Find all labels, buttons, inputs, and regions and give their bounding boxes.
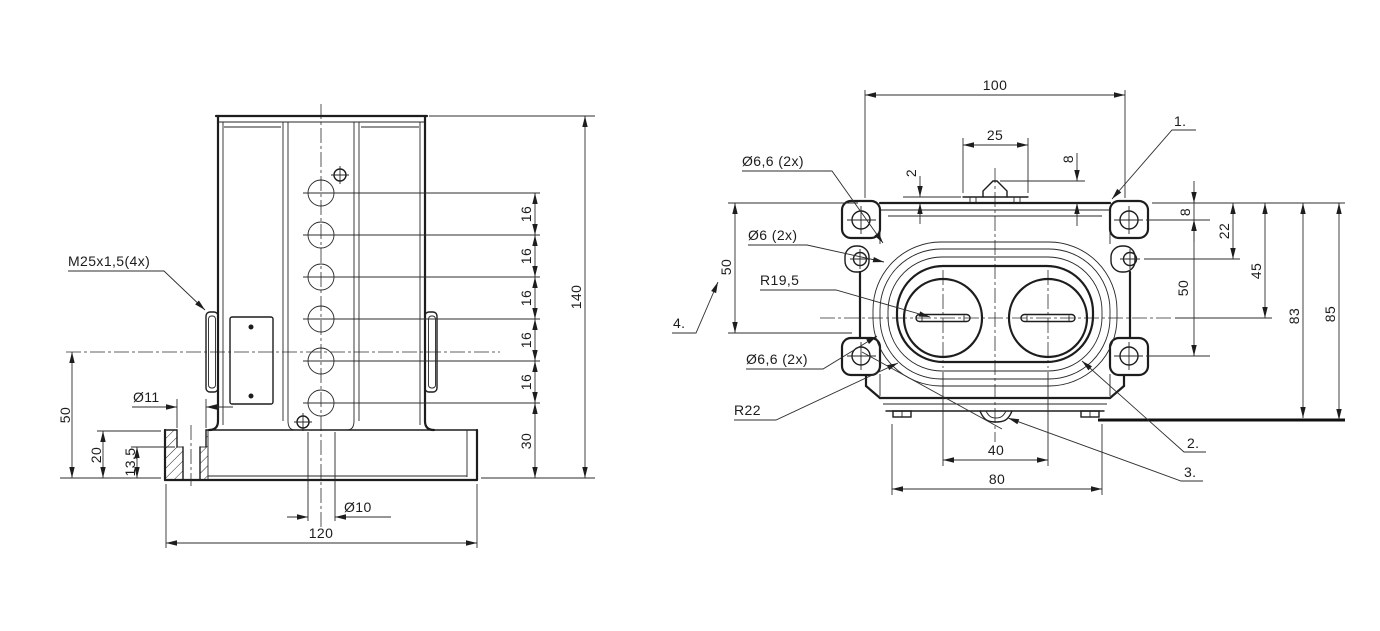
corner-tab-top-right (1108, 199, 1150, 240)
callout-4: 4. (673, 315, 685, 331)
dim-terminal-width: 25 (987, 127, 1003, 143)
dim-plate-thickness: 2 (903, 169, 919, 177)
dim-base-width: 120 (309, 525, 334, 541)
front-dimensions: M25x1,5(4x) 50 20 13,5 Ø11 Ø10 120 16 16… (57, 115, 595, 548)
callout-4-leader (672, 281, 719, 334)
front-small-hole-bottom (294, 413, 312, 431)
callout-2-leader (1081, 360, 1206, 453)
top-view: 100 25 2 8 8 22 50 45 83 85 50 40 80 Ø6,… (672, 77, 1345, 495)
dim-total-height: 140 (568, 285, 584, 310)
dim-corner-hole-offset: 8 (1177, 208, 1193, 216)
front-gland-left (205, 311, 219, 393)
dim-base-overall: 85 (1322, 306, 1338, 322)
front-terminal-plate (229, 316, 274, 405)
corner-tab-top-left (840, 199, 882, 240)
side-lobe-right (1110, 245, 1140, 273)
label-corner-holes-bottom: Ø6,6 (2x) (746, 351, 808, 367)
gland-thread-leader (68, 270, 206, 311)
label-side-holes: Ø6 (2x) (748, 227, 797, 243)
dim-bottom-offset: 30 (518, 433, 534, 449)
corner-radius-leader (734, 362, 899, 421)
dim-foot-pitch: 80 (989, 471, 1005, 487)
bore-left (902, 277, 984, 359)
corner-tab-bottom-right (1108, 336, 1150, 377)
dim-counterbore-depth: 13,5 (122, 448, 138, 477)
label-corner-radius: R22 (734, 402, 761, 418)
foot-left (892, 410, 912, 418)
dim-hole-pitch-1: 16 (518, 206, 534, 222)
dim-left-height: 50 (718, 259, 734, 275)
crossing-leader (861, 351, 1003, 430)
dim-hole-pitch-3: 16 (518, 290, 534, 306)
front-body (205, 114, 438, 432)
top-dimensions: 100 25 2 8 8 22 50 45 83 85 50 40 80 Ø6,… (672, 77, 1345, 495)
dim-centerline-height: 50 (57, 407, 73, 423)
callout-1: 1. (1174, 113, 1186, 129)
dim-hole-pitch-2: 16 (518, 248, 534, 264)
label-gland-thread: M25x1,5(4x) (68, 253, 150, 269)
callout-3-leader (1007, 417, 1203, 482)
bore-right (1007, 277, 1089, 359)
bore-radius-leader (760, 289, 931, 318)
pocket-rings (872, 241, 1118, 387)
front-view: M25x1,5(4x) 50 20 13,5 Ø11 Ø10 120 16 16… (57, 104, 595, 548)
dim-centerline-offset: 45 (1248, 263, 1264, 279)
callout-3: 3. (1184, 464, 1196, 480)
front-base (163, 425, 479, 521)
dim-bore-pitch: 40 (988, 442, 1004, 458)
front-small-hole-top (331, 166, 349, 184)
top-centerlines (820, 168, 1172, 442)
label-corner-holes-top: Ø6,6 (2x) (742, 153, 804, 169)
dim-hole-pitch-5: 16 (518, 374, 534, 390)
dim-base-thickness: 20 (88, 447, 104, 463)
foot-right (1080, 410, 1100, 418)
callout-2: 2. (1187, 435, 1199, 451)
dim-base-hole-dia: Ø10 (344, 499, 372, 515)
dim-side-hole-offset: 22 (1216, 223, 1232, 239)
hatch-left (165, 430, 183, 480)
label-bore-radius: R19,5 (760, 272, 799, 288)
terminal-strip (962, 180, 1029, 203)
dim-corner-hole-pitch: 50 (1175, 280, 1191, 296)
dim-base-edge: 83 (1286, 308, 1302, 324)
callout-1-leader (1111, 129, 1196, 200)
corner-hole-leader-bottom (746, 335, 878, 370)
corner-hole-leader-top (742, 170, 884, 244)
dim-counterbore-dia: Ø11 (133, 389, 160, 405)
front-gland-right (424, 311, 438, 393)
center-plug (979, 410, 1013, 423)
side-hole-leader (748, 244, 885, 263)
dim-body-width: 100 (983, 77, 1008, 93)
dim-hole-pitch-4: 16 (518, 332, 534, 348)
dim-terminal-height: 8 (1060, 155, 1076, 163)
